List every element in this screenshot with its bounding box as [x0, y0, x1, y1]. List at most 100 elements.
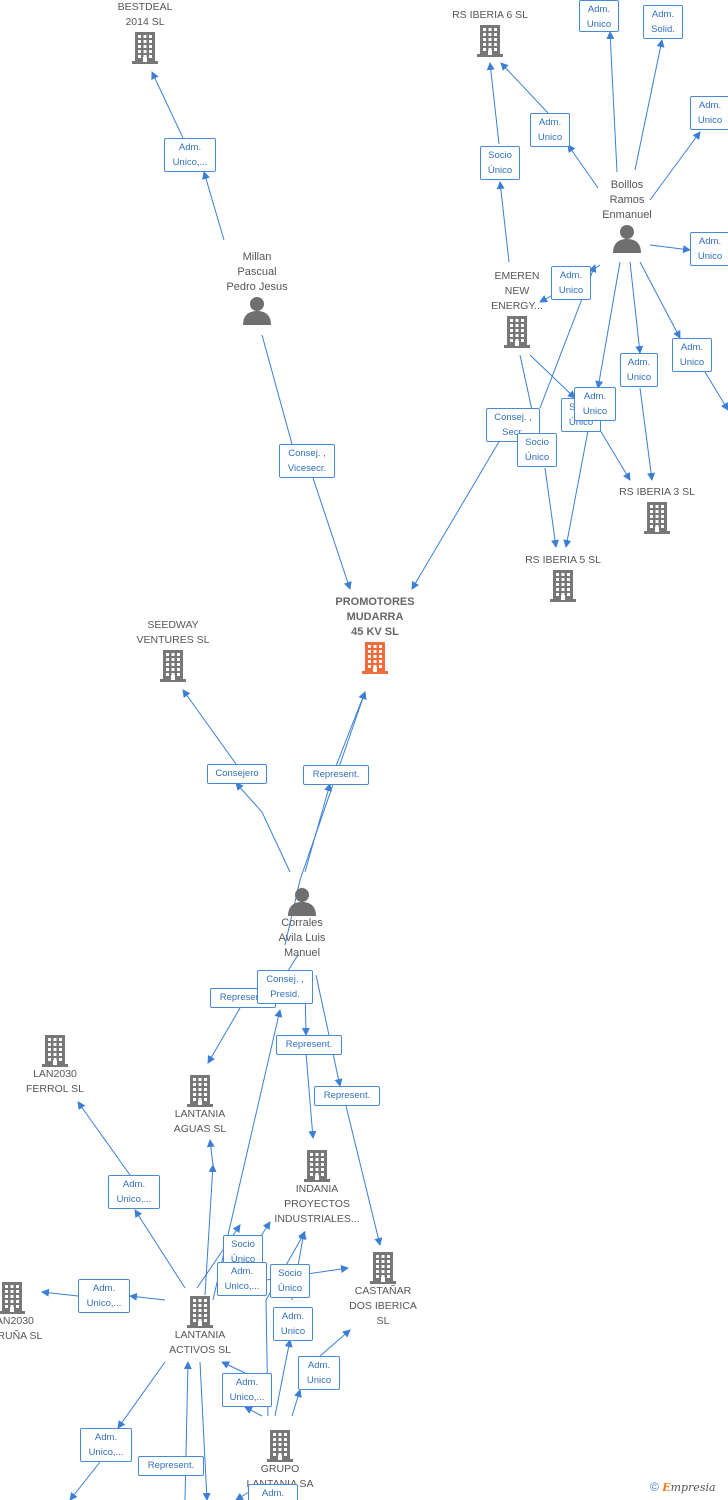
person-icon — [243, 297, 271, 325]
edge-line — [563, 419, 591, 548]
relation-label[interactable]: Adm. Unico — [551, 266, 591, 300]
edge-line — [202, 171, 225, 241]
relation-label[interactable]: Adm. Unico — [579, 0, 619, 32]
relation-label[interactable]: Consej. , Secr. — [486, 408, 540, 442]
edge-line — [134, 1209, 186, 1289]
edge-line — [649, 244, 691, 254]
node-lantania-activos[interactable]: LANTANIA ACTIVOS SL — [125, 1294, 275, 1358]
node-label: LAN2030 CORUÑA SL — [0, 1315, 43, 1342]
relation-label[interactable]: Consejero — [207, 764, 267, 784]
edge-line — [235, 782, 291, 873]
building-icon — [370, 1252, 396, 1284]
node-label: RS IBERIA 5 SL — [525, 554, 601, 566]
relation-label[interactable]: Adm. Unico — [672, 338, 712, 372]
edge-line — [69, 1461, 101, 1500]
relation-label[interactable]: Adm. Unico — [298, 1356, 340, 1390]
building-icon — [132, 32, 158, 64]
relation-label[interactable]: Adm. Unico,... — [108, 1175, 160, 1209]
node-grupo[interactable]: GRUPO LANTANIA SA — [205, 1428, 355, 1492]
edge-line — [274, 1339, 293, 1417]
node-label: Boillos Ramos Enmanuel — [602, 179, 652, 221]
node-promotores[interactable]: PROMOTORES MUDARRA 45 KV SL — [300, 595, 450, 674]
edge-line — [411, 439, 501, 590]
person-icon — [288, 888, 316, 916]
edge-line — [261, 334, 298, 456]
edge-line — [151, 71, 184, 139]
relation-label[interactable]: Adm. Unico — [574, 387, 616, 421]
relation-label[interactable]: Consej. , Vicesecr. — [279, 444, 335, 478]
node-lantania-aguas[interactable]: LANTANIA AGUAS SL — [125, 1073, 275, 1137]
edge-line — [595, 261, 621, 389]
node-label: INDANIA PROYECTOS INDUSTRIALES... — [274, 1183, 360, 1225]
node-boillos[interactable]: Boillos Ramos Enmanuel — [552, 178, 702, 253]
building-icon — [504, 316, 530, 348]
relation-label[interactable]: Adm. Unico,... — [217, 1262, 267, 1296]
relation-label[interactable]: Adm. Unico,... — [78, 1279, 130, 1313]
edge-line — [634, 39, 665, 171]
relation-label[interactable]: Adm. Unico — [273, 1307, 313, 1341]
edge-line — [41, 1288, 79, 1297]
node-indania[interactable]: INDANIA PROYECTOS INDUSTRIALES... — [242, 1148, 392, 1227]
relation-label[interactable]: Adm. Unico,... — [164, 138, 216, 172]
node-seedway[interactable]: SEEDWAY VENTURES SL — [98, 618, 248, 682]
node-lan2030-coruna[interactable]: LAN2030 CORUÑA SL — [0, 1280, 87, 1344]
edge-line — [335, 691, 367, 767]
node-rs-iberia-5[interactable]: RS IBERIA 5 SL — [488, 553, 638, 602]
relation-label[interactable]: Adm. Unico — [248, 1484, 298, 1500]
building-icon — [267, 1430, 293, 1462]
edge-line — [305, 1052, 317, 1139]
edge-line — [315, 974, 343, 1087]
edge-line — [319, 1329, 351, 1357]
edge-line — [639, 261, 681, 339]
edge-line — [204, 1164, 217, 1296]
relation-label[interactable]: Adm. Unico — [620, 353, 658, 387]
node-rs-iberia-6[interactable]: RS IBERIA 6 SL — [415, 8, 565, 57]
node-millan[interactable]: Millan Pascual Pedro Jesus — [182, 250, 332, 325]
relation-label[interactable]: Represent. — [276, 1035, 342, 1055]
relation-label[interactable]: Adm. Solid. — [643, 5, 683, 39]
node-label: Millan Pascual Pedro Jesus — [226, 251, 288, 293]
node-rs-iberia-3[interactable]: RS IBERIA 3 SL — [582, 485, 728, 534]
relation-label[interactable]: Adm. Unico — [690, 96, 728, 130]
edge-line — [704, 371, 728, 411]
building-icon — [644, 502, 670, 534]
edge-line — [199, 1361, 211, 1500]
node-label: RS IBERIA 3 SL — [619, 486, 695, 498]
copyright: © Empresia — [650, 1480, 716, 1494]
node-label: RS IBERIA 6 SL — [452, 9, 528, 21]
node-bestdeal[interactable]: BESTDEAL 2014 SL — [70, 0, 220, 64]
edge-line — [117, 1361, 166, 1429]
node-corrales[interactable]: Corrales Avila Luis Manuel — [227, 886, 377, 961]
edge-line — [207, 1007, 241, 1064]
relation-label[interactable]: Consej. , Presid. — [257, 970, 313, 1004]
relation-label[interactable]: Represent. — [138, 1456, 204, 1476]
edge-line — [345, 1105, 383, 1246]
relation-label[interactable]: Adm. Unico — [690, 232, 728, 266]
relation-label[interactable]: Socio Único — [480, 146, 520, 180]
node-emeren[interactable]: EMEREN NEW ENERGY... — [442, 269, 592, 348]
node-label: LANTANIA AGUAS SL — [173, 1108, 227, 1135]
edge-line — [486, 62, 500, 145]
building-icon — [304, 1150, 330, 1182]
relation-label[interactable]: Adm. Unico,... — [80, 1428, 132, 1462]
edge-line — [244, 1406, 263, 1417]
relation-label[interactable]: Represent. — [303, 765, 369, 785]
edge-line — [500, 62, 549, 114]
edge-line — [544, 467, 559, 548]
empresia-logo[interactable]: Empresia — [662, 1481, 716, 1494]
relation-label[interactable]: Socio Único — [517, 433, 557, 467]
relation-label[interactable]: Adm. Unico,... — [222, 1373, 272, 1407]
relation-label[interactable]: Adm. Unico — [530, 113, 570, 147]
node-lan2030-ferrol[interactable]: LAN2030 FERROL SL — [0, 1033, 130, 1097]
node-label: EMEREN NEW ENERGY... — [491, 270, 543, 312]
node-label: Corrales Avila Luis Manuel — [278, 917, 326, 959]
building-icon — [42, 1035, 68, 1067]
relation-label[interactable]: Represent. — [314, 1086, 380, 1106]
edge-line — [649, 131, 701, 201]
node-castanar[interactable]: CASTAÑAR DOS IBERICA SL — [308, 1250, 458, 1329]
edge-line — [284, 691, 367, 946]
building-icon — [160, 650, 186, 682]
edge-line — [206, 1139, 215, 1166]
relation-label[interactable]: Socio Único — [270, 1264, 310, 1298]
